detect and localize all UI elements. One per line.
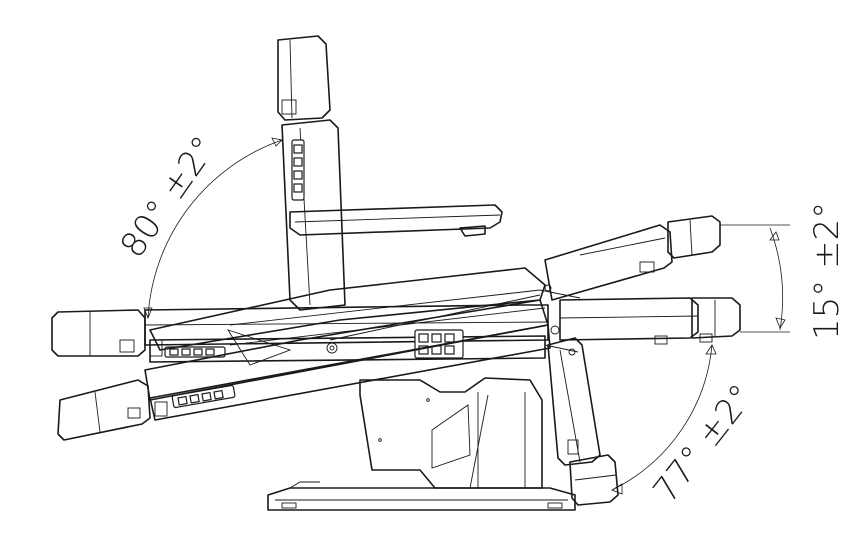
backrest-angle-dimension [143,137,283,320]
backrest-reclined [149,267,546,366]
legrest-lowered [547,337,619,506]
legrest-angle-label: 77° ±2° [646,377,763,511]
chair-column [359,377,543,489]
backrest-angle-label: 80° ±2° [113,129,225,265]
headrest-horizontal [51,309,163,357]
footrest-raised [544,215,721,301]
headrest-tilted [57,379,168,441]
seat-tilt-label: 15° ±2° [807,202,847,340]
backrest-upright [277,35,346,311]
legrest-angle-dimension [611,344,717,495]
footrest-horizontal [559,297,741,345]
seat-tilt-dimension [720,224,790,333]
armrest [289,204,503,237]
chair-base [267,481,576,511]
hinge-details [326,284,581,356]
seat-horizontal [144,304,549,363]
